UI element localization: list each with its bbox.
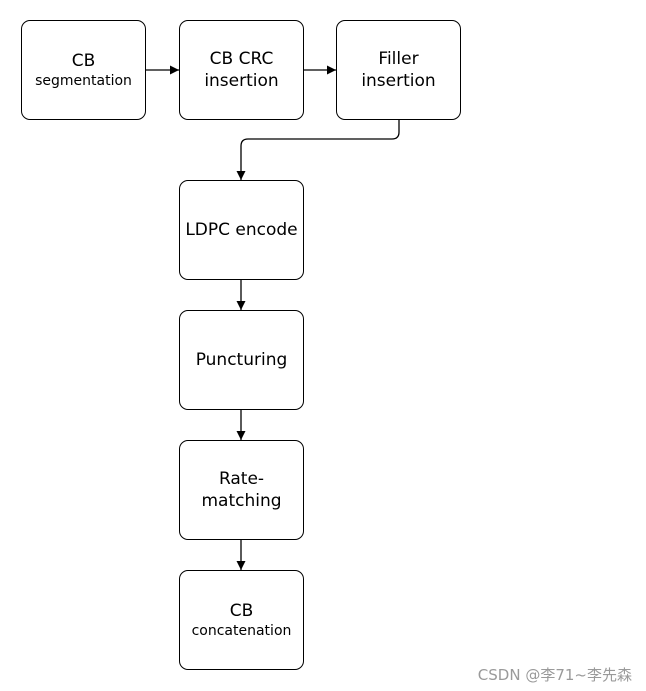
arrow-filler-to-ldpc <box>236 120 400 180</box>
node-cb-segmentation: CB segmentation <box>21 20 146 120</box>
node-label-line1: CB <box>229 600 254 621</box>
node-cb-concatenation: CB concatenation <box>179 570 304 670</box>
watermark-text: CSDN @李71~李先森 <box>477 666 632 684</box>
node-label-line1: CB CRC <box>209 48 274 69</box>
node-label-line2: insertion <box>204 71 279 91</box>
node-label-line2: insertion <box>361 71 436 91</box>
node-label-line2: matching <box>201 491 282 511</box>
node-puncturing: Puncturing <box>179 310 304 410</box>
node-label-line2: concatenation <box>191 622 292 639</box>
node-label: Puncturing <box>195 349 288 370</box>
node-label-line2: segmentation <box>35 72 132 89</box>
node-label-line1: Rate- <box>218 468 265 489</box>
node-label-line1: Filler <box>378 48 419 69</box>
node-ldpc-encode: LDPC encode <box>179 180 304 280</box>
node-label: LDPC encode <box>185 219 298 240</box>
node-cb-crc-insertion: CB CRC insertion <box>179 20 304 120</box>
node-filler-insertion: Filler insertion <box>336 20 461 120</box>
node-label-line1: CB <box>71 50 96 71</box>
node-rate-matching: Rate- matching <box>179 440 304 540</box>
